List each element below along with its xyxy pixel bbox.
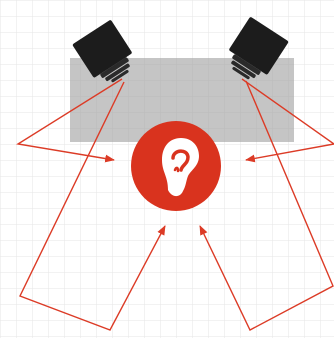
ear-icon bbox=[131, 121, 221, 211]
speaker-icon-left bbox=[72, 20, 132, 83]
ray-right-rear-reflection bbox=[199, 80, 334, 331]
ray-right-side-reflection bbox=[241, 78, 334, 163]
ray-left-rear-reflection bbox=[19, 81, 166, 331]
ray-left-side-reflection bbox=[16, 78, 123, 163]
sound-reflection-rays bbox=[16, 78, 334, 331]
speaker-icon-right bbox=[229, 17, 289, 80]
